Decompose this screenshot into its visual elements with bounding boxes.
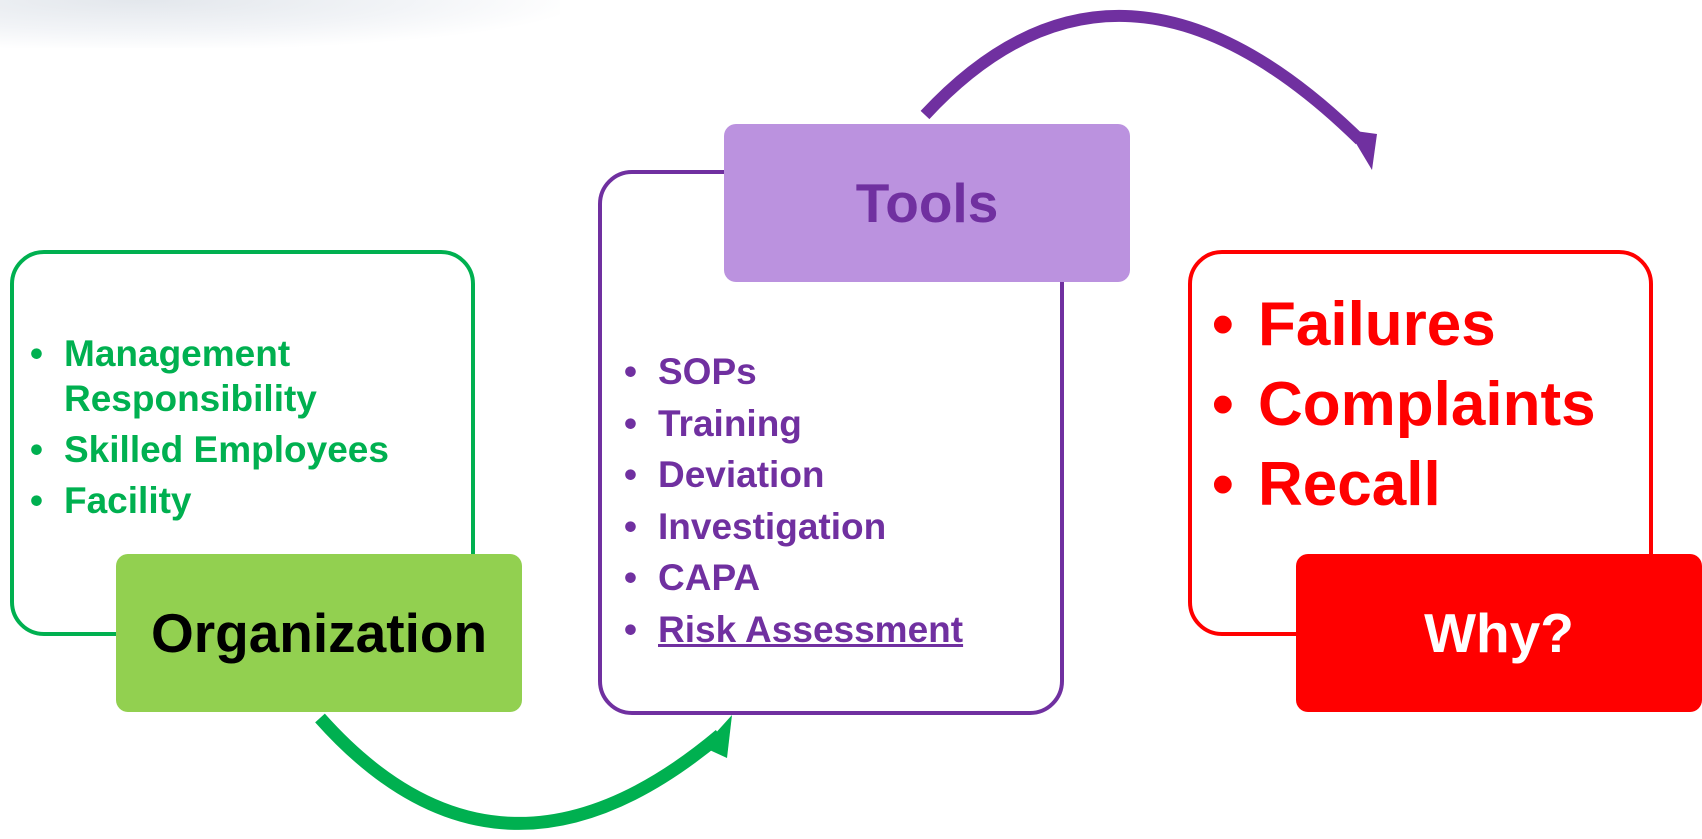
list-item: Deviation [622,449,1042,501]
organization-label: Organization [116,554,522,712]
risk-assessment-link[interactable]: Risk Assessment [622,604,1042,656]
arrow-head-organization-to-tools [703,715,732,758]
why-list: Failures Complaints Recall [1212,285,1652,525]
arrow-head-tools-to-why [1348,130,1377,170]
organization-list: Management Responsibility Skilled Employ… [28,331,448,529]
list-item: Skilled Employees [28,427,448,472]
list-item: CAPA [622,552,1042,604]
list-item: SOPs [622,346,1042,398]
list-item: Complaints [1212,365,1652,445]
list-item: Facility [28,478,448,523]
tools-label: Tools [724,124,1130,282]
list-item: Investigation [622,501,1042,553]
header-image-fragment [0,0,560,48]
list-item: Failures [1212,285,1652,365]
list-item: Recall [1212,445,1652,525]
arrow-organization-to-tools [315,713,725,830]
why-label: Why? [1296,554,1702,712]
list-item: Training [622,398,1042,450]
arrow-tools-to-why [920,9,1365,145]
tools-list: SOPs Training Deviation Investigation CA… [622,346,1042,655]
list-item: Management Responsibility [28,331,448,421]
